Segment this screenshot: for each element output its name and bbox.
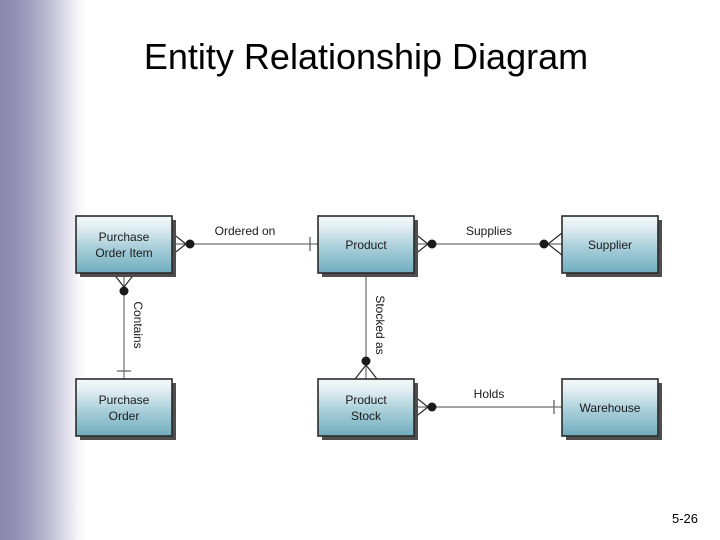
entity-label-purchase-order-line1: Purchase — [99, 393, 150, 407]
optionality-dot-contains-source — [119, 286, 129, 296]
optionality-dot-stocked-as-target — [361, 356, 371, 366]
entity-warehouse[interactable]: Warehouse — [561, 378, 662, 440]
relationship-label-ordered-on: Ordered on — [215, 224, 276, 238]
entity-product[interactable]: Product — [317, 215, 418, 277]
entity-box-supplier — [561, 215, 659, 274]
relationship-stocked-as[interactable]: Stocked as — [354, 273, 387, 380]
page-number: 5-26 — [671, 511, 698, 526]
entity-box-purchase-order — [75, 378, 173, 437]
optionality-dot-ordered-on-source — [185, 239, 195, 249]
entity-box-product-stock — [317, 378, 415, 437]
entity-product-stock[interactable]: Product Stock — [317, 378, 418, 440]
entity-label-purchase-order-item-line2: Order Item — [95, 246, 152, 260]
relationship-label-contains: Contains — [131, 301, 145, 348]
entity-purchase-order[interactable]: Purchase Order — [75, 378, 176, 440]
optionality-dot-holds-source — [427, 402, 437, 412]
entity-box-purchase-order-item — [75, 215, 173, 274]
entity-label-supplier: Supplier — [588, 238, 632, 252]
entity-label-purchase-order-line2: Order — [109, 409, 140, 423]
optionality-dot-supplies-target — [539, 239, 549, 249]
page-title: Entity Relationship Diagram — [143, 36, 589, 77]
relationship-label-supplies: Supplies — [466, 224, 512, 238]
relationship-label-holds: Holds — [474, 387, 505, 401]
entity-label-product-stock-line1: Product — [345, 393, 387, 407]
entity-label-product: Product — [345, 238, 387, 252]
optionality-dot-supplies-source — [427, 239, 437, 249]
relationship-supplies[interactable]: Supplies — [413, 224, 563, 256]
entity-label-purchase-order-item-line1: Purchase — [99, 230, 150, 244]
entity-label-warehouse: Warehouse — [580, 401, 641, 415]
entity-box-warehouse — [561, 378, 659, 437]
relationship-ordered-on[interactable]: Ordered on — [171, 224, 318, 256]
relationship-holds[interactable]: Holds — [413, 387, 562, 419]
relationship-label-stocked-as: Stocked as — [373, 295, 387, 354]
entity-supplier[interactable]: Supplier — [561, 215, 662, 277]
entity-purchase-order-item[interactable]: Purchase Order Item — [75, 215, 176, 277]
entity-label-product-stock-line2: Stock — [351, 409, 382, 423]
slide-accent-band — [0, 0, 86, 540]
entity-box-product — [317, 215, 415, 274]
relationship-contains[interactable]: Contains — [112, 272, 145, 379]
